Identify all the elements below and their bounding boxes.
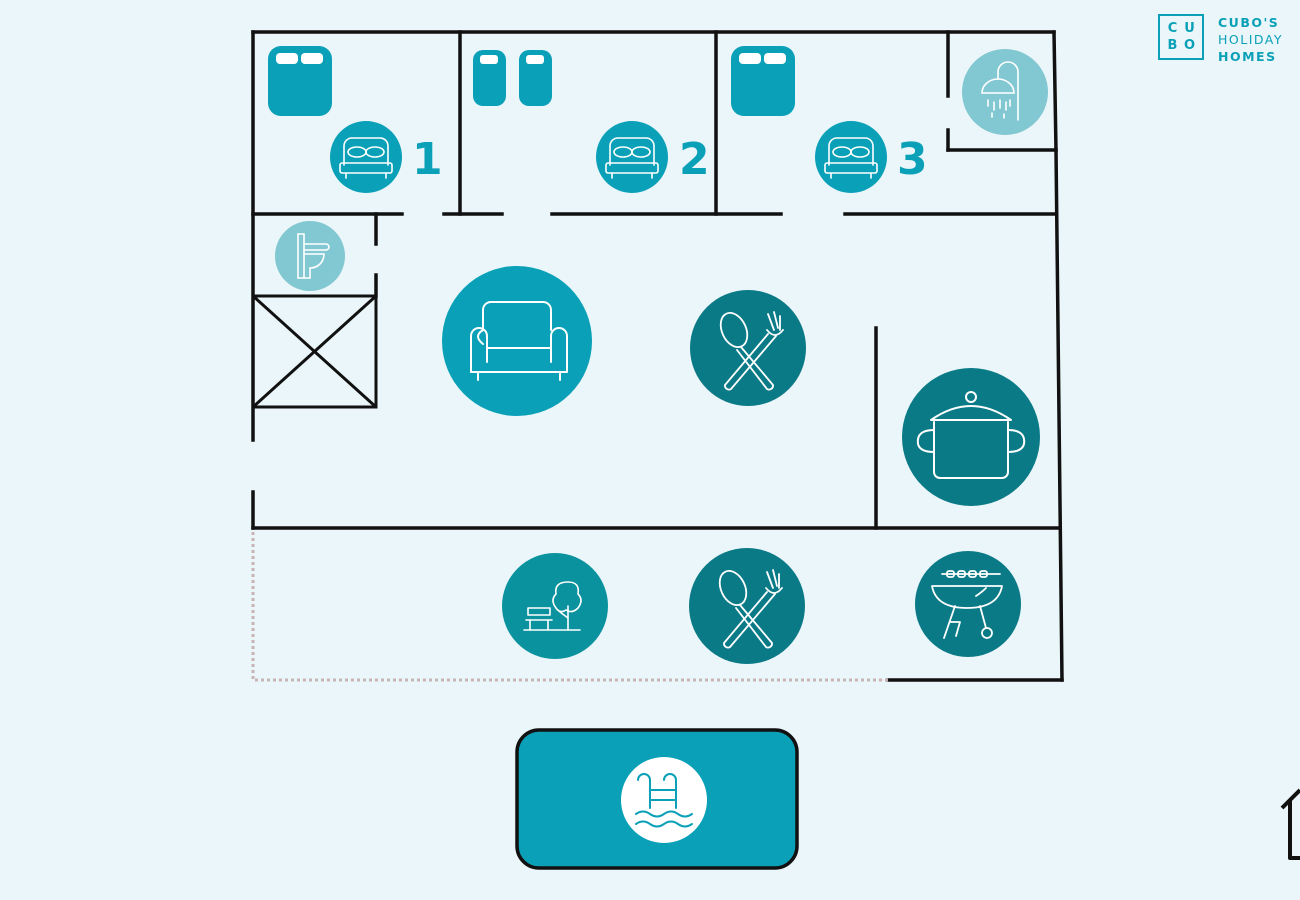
home-icon — [1280, 788, 1300, 860]
logo-line: HOMES — [1218, 49, 1277, 64]
single-beds-icon — [473, 50, 552, 106]
logo-text: CUBO'S HOLIDAY HOMES — [1218, 14, 1283, 65]
outdoor-dining-icon — [689, 548, 805, 664]
logo-letter: B — [1167, 37, 1178, 53]
logo-letter: O — [1183, 37, 1196, 53]
logo-box: C U B O — [1158, 14, 1204, 60]
terrace-boundary — [251, 532, 888, 682]
double-bed-icon — [268, 46, 332, 116]
logo-letter: U — [1184, 20, 1195, 36]
shower-icon — [962, 49, 1048, 135]
toilet-icon — [275, 221, 345, 291]
logo-line: CUBO'S — [1218, 15, 1280, 30]
sofa-icon — [442, 266, 592, 416]
garden-bench-icon — [502, 553, 608, 659]
room-number: 1 — [412, 134, 443, 185]
stairwell — [251, 294, 378, 409]
barbecue-icon — [915, 551, 1021, 657]
logo-letter: C — [1167, 20, 1178, 36]
double-bed-icon — [596, 121, 668, 193]
room-number: 3 — [897, 134, 928, 185]
cooking-pot-icon — [902, 368, 1040, 506]
double-bed-icon — [330, 121, 402, 193]
dining-icon — [690, 290, 806, 406]
pool-ladder-icon — [621, 757, 707, 843]
brand-logo: C U B O CUBO'S HOLIDAY HOMES — [1158, 14, 1298, 66]
double-bed-icon — [731, 46, 795, 116]
logo-line: HOLIDAY — [1218, 32, 1284, 47]
walls — [251, 30, 1064, 682]
room-number: 2 — [679, 134, 710, 185]
double-bed-icon — [815, 121, 887, 193]
